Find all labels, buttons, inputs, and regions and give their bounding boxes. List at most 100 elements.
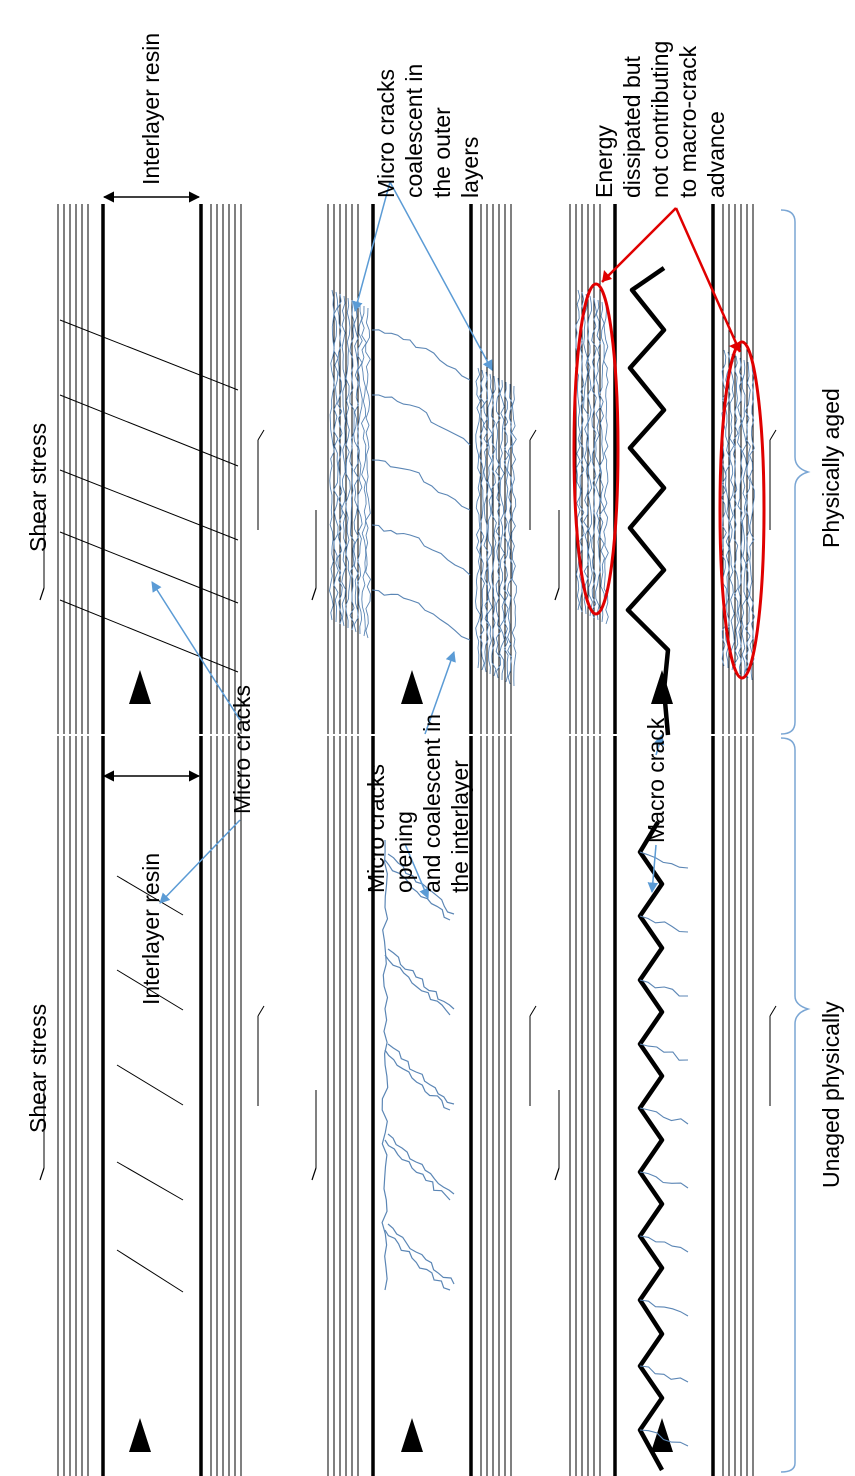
micro-crack-line (59, 469, 239, 541)
interlayer-crack (371, 329, 471, 381)
outer-ply-crack-network (349, 299, 355, 631)
opened-crack-path (387, 1223, 455, 1285)
macro-crack-label: Macro crack (643, 717, 669, 843)
coalescent-outer-label-line2: coalescent in (401, 64, 427, 198)
shear-stress-label-aged: Shear stress (25, 423, 51, 552)
outer-ply-crack-network (507, 384, 513, 685)
annotation-arrows (151, 181, 665, 904)
opened-crack-path (384, 1229, 451, 1291)
branch-crack (639, 915, 689, 933)
opened-crack-path (387, 1043, 455, 1105)
micro-crack-line (116, 1249, 184, 1293)
energy-label-line3: not contributing (647, 41, 673, 198)
shear-arrow-head-top (554, 1167, 560, 1181)
shear-arrow-head-bottom (769, 1005, 777, 1017)
outer-ply-crack-network (337, 293, 343, 625)
coalescent-outer-label-line1: Micro cracks (373, 69, 399, 198)
coalescent-outer-label-line4: layers (457, 137, 483, 198)
shear-arrow-head-bottom (769, 429, 777, 441)
crack-tip-markers (129, 670, 673, 1452)
opening-label-line4: the interlayer (447, 760, 473, 893)
shear-arrow-head-bottom (257, 1005, 265, 1017)
unaged-opened-cracks (381, 839, 455, 1291)
micro-crack-line (59, 599, 239, 673)
crack-tip-triangle (401, 670, 423, 704)
micro-crack-line (116, 875, 184, 916)
opening-label-line3: and coalescent in (419, 714, 445, 893)
outer-ply-crack-network (341, 295, 347, 627)
outer-ply-crack-network (329, 289, 335, 621)
outer-ply-crack-network (365, 307, 372, 639)
laminate-plies (57, 204, 754, 1476)
dissipation-crack-network (595, 299, 601, 621)
dissipation-crack-network (737, 357, 743, 675)
opened-crack-path (387, 948, 455, 1010)
dissipation-crack-network (725, 351, 731, 669)
interlayer-crack (371, 589, 471, 641)
shear-stress-arrows (39, 429, 777, 1181)
energy-pointer-lines (601, 207, 742, 353)
branch-crack (639, 1235, 689, 1253)
outer-ply-crack-network (361, 305, 367, 637)
shear-arrow-head-bottom (529, 1005, 537, 1017)
outer-ply-crack-network (487, 373, 493, 675)
energy-label-line5: advance (703, 111, 729, 198)
outer-ply-crack-network (475, 367, 481, 669)
unaged-brace (780, 737, 811, 1473)
opening-label-line1: Micro cracks (363, 764, 389, 893)
shear-arrow-head-bottom (529, 429, 537, 441)
interlayer-resin-label-aged: Interlayer resin (138, 33, 164, 185)
opened-crack-path (384, 1139, 451, 1201)
aged-micro-cracks (59, 319, 239, 673)
micro-cracks-label: Micro cracks (229, 685, 255, 814)
coalescent-outer-label-line3: the outer (429, 107, 455, 198)
branch-crack (639, 1365, 689, 1383)
shear-stress-label-unaged: Shear stress (25, 1004, 51, 1133)
shear-arrow-head-bottom (257, 429, 265, 441)
micro-crack-line (59, 319, 239, 391)
dissipation-zone-upper (572, 282, 620, 616)
aged-coalescent-cracks (329, 289, 517, 687)
energy-label-line1: Energy (591, 125, 617, 198)
interlayer-crack (371, 459, 471, 511)
dissipation-crack-network (733, 355, 739, 673)
branch-crack (639, 979, 689, 997)
outer-ply-crack-network (345, 297, 351, 629)
aged-macro-crack (575, 266, 755, 736)
energy-label-line4: to macro-crack (675, 45, 701, 198)
coalescence-path (381, 839, 389, 1291)
outer-ply-crack-network (511, 385, 517, 687)
branch-crack (639, 1043, 689, 1061)
energy-label-line2: dissipated but (619, 55, 645, 198)
opened-crack-path (384, 859, 451, 921)
crack-tip-triangle (651, 670, 673, 704)
branch-crack (639, 1107, 689, 1125)
crack-tip-triangle (401, 1418, 423, 1452)
opened-crack-path (387, 1133, 455, 1195)
outer-ply-crack-network (499, 379, 506, 681)
interlayer-crack (371, 524, 471, 576)
crack-tip-triangle (129, 1418, 151, 1452)
shear-arrow-head-top (311, 1167, 317, 1181)
dissipation-crack-network (749, 363, 755, 681)
energy-pointer-tips (602, 270, 741, 352)
outer-ply-crack-network (491, 375, 497, 677)
interlayer-resin-label-unaged: Interlayer resin (138, 853, 164, 1005)
dissipation-crack-network (729, 353, 735, 671)
unaged-macro-crack (637, 820, 689, 1472)
micro-crack-line (59, 394, 239, 467)
macro-crack-path (625, 266, 671, 736)
dissipation-crack-network (744, 361, 751, 679)
dissipation-crack-network (603, 303, 609, 625)
outer-ply-crack-network (479, 369, 485, 671)
outer-ply-crack-network (482, 371, 489, 673)
dissipation-zone-lower (718, 340, 766, 680)
shear-arrow-head-top (311, 587, 317, 601)
physically-aged-label: Physically aged (818, 388, 844, 548)
branch-crack (639, 851, 689, 869)
crack-tip-triangle (651, 1418, 673, 1452)
micro-crack-line (116, 969, 184, 1011)
shear-arrow-head-top (39, 587, 45, 601)
outer-ply-crack-network (357, 303, 363, 635)
